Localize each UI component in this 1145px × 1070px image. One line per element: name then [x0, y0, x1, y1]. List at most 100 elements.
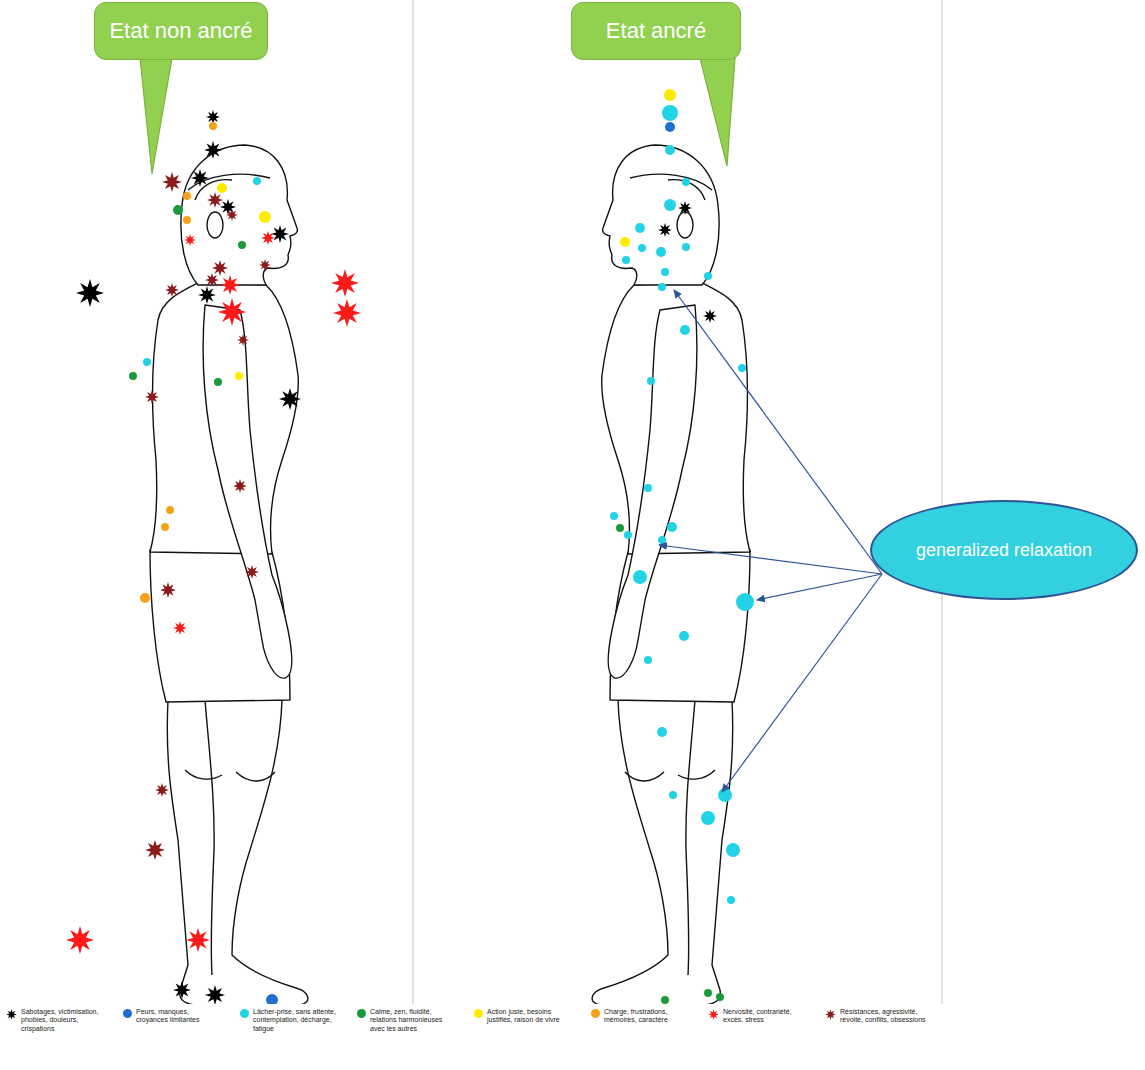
state-marker — [331, 269, 359, 297]
callout-text: Etat ancré — [606, 18, 706, 44]
state-marker — [704, 272, 712, 280]
state-marker — [622, 256, 630, 264]
legend-swatch — [123, 1009, 132, 1018]
legend-text: Sabotages, victimisation, phobies, doule… — [21, 1008, 107, 1033]
state-marker — [204, 141, 222, 159]
state-marker — [644, 484, 652, 492]
state-marker — [726, 843, 740, 857]
state-marker — [165, 283, 179, 297]
state-marker — [665, 122, 675, 132]
state-marker — [206, 110, 220, 124]
legend-swatch — [474, 1009, 483, 1018]
state-marker — [218, 298, 246, 326]
state-marker — [205, 985, 225, 1005]
legend-item: Sabotages, victimisation, phobies, doule… — [6, 1008, 107, 1033]
state-marker — [279, 388, 301, 410]
state-marker — [664, 199, 676, 211]
legend-text: Charge, frustrations, mémoires, caractèr… — [604, 1008, 690, 1025]
state-marker — [191, 169, 209, 187]
legend-swatch — [357, 1009, 366, 1018]
legend-item: Calme, zen, fluidité, relations harmonie… — [357, 1008, 456, 1033]
state-marker — [661, 268, 669, 276]
legend-text: Peurs, manques, croyances limitantes — [136, 1008, 222, 1025]
legend-item: Nervosité, contrariété, excès, stress — [708, 1008, 809, 1025]
state-marker — [160, 582, 176, 598]
legend-item: Action juste, besoins justifiés, raison … — [474, 1008, 573, 1025]
state-marker — [226, 209, 238, 221]
state-marker — [656, 247, 666, 257]
state-marker — [183, 216, 191, 224]
state-marker — [644, 656, 652, 664]
state-marker — [701, 811, 715, 825]
state-marker — [610, 512, 618, 520]
legend-swatch — [591, 1009, 600, 1018]
state-marker — [678, 201, 692, 215]
callout-tail — [140, 58, 172, 174]
state-marker — [718, 788, 732, 802]
legend-item: Lâcher-prise, sans attente, contemplatio… — [240, 1008, 339, 1033]
state-marker — [173, 205, 183, 215]
state-marker — [145, 390, 159, 404]
state-marker — [716, 993, 724, 1001]
legend-text: Calme, zen, fluidité, relations harmonie… — [370, 1008, 456, 1033]
legend-text: Lâcher-prise, sans attente, contemplatio… — [253, 1008, 339, 1033]
state-marker — [209, 122, 217, 130]
state-marker — [738, 364, 746, 372]
callout-tail — [700, 58, 735, 166]
state-marker — [682, 178, 690, 186]
state-marker — [140, 593, 150, 603]
state-marker — [183, 192, 191, 200]
state-marker — [679, 631, 689, 641]
state-marker — [214, 378, 222, 386]
state-marker — [616, 524, 624, 532]
state-marker — [620, 237, 630, 247]
state-marker — [635, 223, 645, 233]
legend-swatch — [708, 1009, 719, 1020]
legend-item: Résistances, agressivité, révolte, confl… — [825, 1008, 926, 1025]
state-marker — [669, 791, 677, 799]
state-marker — [638, 244, 646, 252]
human-figure — [592, 145, 750, 1005]
state-marker — [665, 145, 675, 155]
state-marker — [143, 358, 151, 366]
state-marker — [647, 377, 655, 385]
state-marker — [207, 192, 223, 208]
state-marker — [155, 783, 169, 797]
state-marker — [664, 89, 676, 101]
state-marker — [162, 172, 182, 192]
state-marker — [129, 372, 137, 380]
state-marker — [212, 260, 228, 276]
state-marker — [259, 259, 271, 271]
state-marker — [237, 334, 249, 346]
state-marker — [727, 896, 735, 904]
callout-text: Etat non ancré — [109, 18, 252, 44]
state-callout: Etat non ancré — [94, 2, 268, 60]
leader-arrows — [659, 290, 882, 792]
state-marker — [238, 241, 246, 249]
state-marker — [271, 225, 289, 243]
state-marker — [235, 372, 243, 380]
state-marker — [173, 621, 187, 635]
human-figure — [150, 145, 308, 1005]
state-marker — [624, 531, 632, 539]
state-marker — [261, 231, 275, 245]
legend-item: Peurs, manques, croyances limitantes — [123, 1008, 222, 1025]
state-marker — [186, 928, 210, 952]
state-marker — [680, 325, 690, 335]
state-marker — [667, 522, 677, 532]
state-marker — [205, 273, 219, 287]
state-marker — [66, 926, 94, 954]
state-marker — [333, 299, 361, 327]
state-marker — [633, 570, 647, 584]
legend-text: Résistances, agressivité, révolte, confl… — [840, 1008, 926, 1025]
state-marker — [704, 989, 712, 997]
callout-text: generalized relaxation — [916, 538, 1092, 562]
state-marker — [220, 275, 240, 295]
state-marker — [662, 105, 678, 121]
state-marker — [161, 523, 169, 531]
legend-text: Action juste, besoins justifiés, raison … — [487, 1008, 573, 1025]
state-marker — [661, 996, 669, 1004]
state-marker — [184, 234, 196, 246]
state-marker — [658, 283, 666, 291]
